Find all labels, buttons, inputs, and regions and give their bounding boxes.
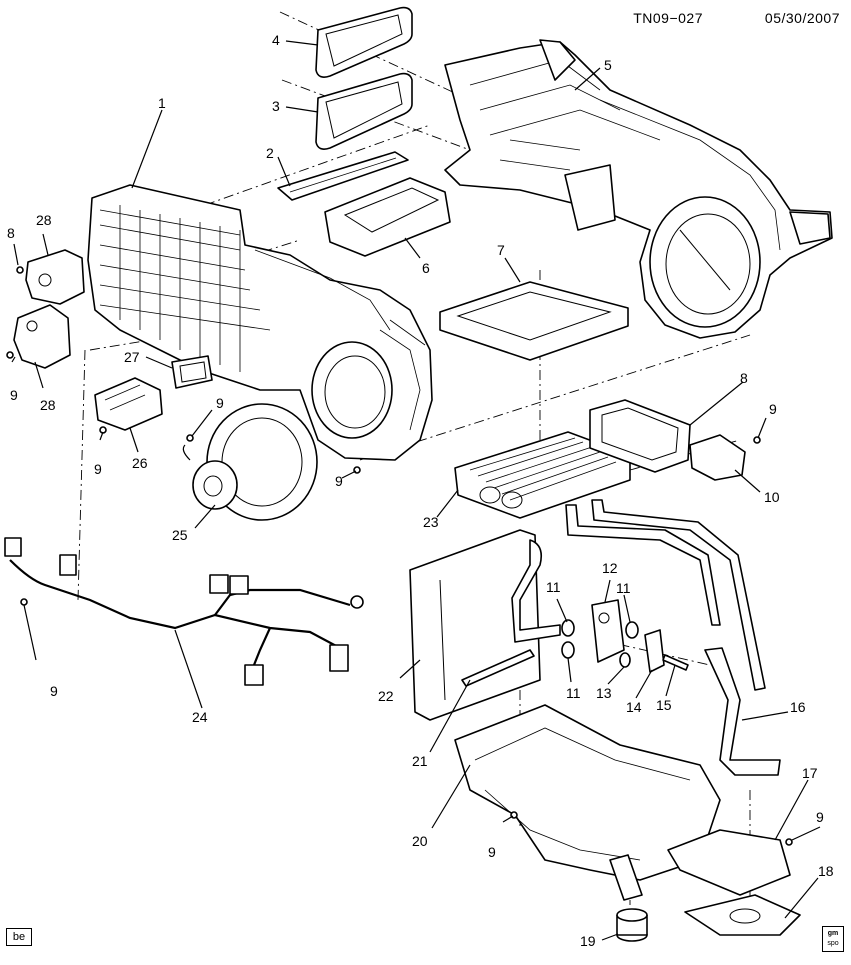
screw-9-f <box>20 598 28 606</box>
blower-motor-25 <box>182 403 318 521</box>
seal-ring-11c <box>625 621 639 639</box>
callout-27: 27 <box>124 349 140 365</box>
seal-13 <box>619 652 631 668</box>
callout-16: 16 <box>790 699 806 715</box>
callout-4: 4 <box>272 32 280 48</box>
seal-8-lower <box>589 399 691 473</box>
actuator-28-lower <box>13 304 71 369</box>
callout-11-left-bottom: 11 <box>566 685 581 701</box>
gasket-27 <box>171 355 213 389</box>
seal-4 <box>315 6 413 78</box>
callout-28-upper: 28 <box>36 212 52 228</box>
callout-9-blower: 9 <box>216 395 224 411</box>
callout-7: 7 <box>497 242 505 258</box>
callout-20: 20 <box>412 833 428 849</box>
plate-18 <box>684 894 801 936</box>
callout-9-left: 9 <box>10 387 18 403</box>
vent-strip-2 <box>277 151 409 201</box>
callout-8-upper: 8 <box>7 225 15 241</box>
callout-17: 17 <box>802 765 818 781</box>
callout-18: 18 <box>818 863 834 879</box>
wiring-harness-24 <box>4 537 364 686</box>
callout-15: 15 <box>656 697 672 713</box>
duct-adapter-6 <box>324 177 451 257</box>
callout-19: 19 <box>580 933 596 949</box>
callout-11-left-top: 11 <box>546 579 561 595</box>
callout-10: 10 <box>764 489 780 505</box>
callout-21: 21 <box>412 753 428 769</box>
screw-9-i <box>753 436 761 444</box>
seal-ring-11a <box>561 619 575 637</box>
callout-24: 24 <box>192 709 208 725</box>
callout-9-case: 9 <box>335 473 343 489</box>
flange-14 <box>644 629 665 673</box>
logo-line-1: gm <box>827 930 839 937</box>
seal-3 <box>315 72 413 150</box>
drawing-id: TN09−027 <box>633 10 703 26</box>
screw-9-h <box>785 838 793 846</box>
evaporator-core-22 <box>409 529 541 721</box>
line-fitting-16 <box>704 647 781 776</box>
heater-core-23 <box>454 431 631 519</box>
gm-spo-logo: gm spo <box>822 926 844 952</box>
callout-2: 2 <box>266 145 274 161</box>
grommet-19 <box>616 908 648 942</box>
actuator-28-upper <box>25 249 85 305</box>
callout-6: 6 <box>422 260 430 276</box>
logo-line-2: spo <box>827 940 839 947</box>
seal-ring-11b <box>561 641 575 659</box>
callout-13: 13 <box>596 685 612 701</box>
callout-11-right: 11 <box>616 580 631 596</box>
callout-9-resistor: 9 <box>94 461 102 477</box>
hvac-case-1 <box>87 184 433 461</box>
screw-9-b <box>6 351 14 359</box>
resistor-module-26 <box>94 377 163 431</box>
callout-14: 14 <box>626 699 642 715</box>
lower-case-20 <box>454 704 721 901</box>
view-badge-text: be <box>12 931 26 943</box>
bolt-15 <box>662 654 689 671</box>
view-badge: be <box>6 928 32 946</box>
bracket-17 <box>667 829 791 896</box>
callout-26: 26 <box>132 455 148 471</box>
drawing-date: 05/30/2007 <box>765 10 840 26</box>
callout-9-bracket: 9 <box>769 401 777 417</box>
screw-9-d <box>186 434 194 442</box>
callout-labels: 1 2 3 4 5 6 7 8 8 28 28 9 27 9 26 9 25 9… <box>7 32 834 949</box>
callout-9-lowercase: 9 <box>488 844 496 860</box>
filter-frame-7 <box>439 281 629 361</box>
callout-8-lower: 8 <box>740 370 748 386</box>
callout-28-lower: 28 <box>40 397 56 413</box>
callout-25: 25 <box>172 527 188 543</box>
bracket-10 <box>689 434 746 481</box>
evaporator-pipe <box>511 539 561 643</box>
callout-3: 3 <box>272 98 280 114</box>
callout-5: 5 <box>604 57 612 73</box>
callout-12: 12 <box>602 560 618 576</box>
callout-9-harness: 9 <box>50 683 58 699</box>
expansion-valve-12 <box>591 599 625 663</box>
upper-duct-housing-5 <box>444 39 833 339</box>
leader-lines <box>11 40 821 941</box>
screw-9-a <box>16 266 24 274</box>
callout-1: 1 <box>158 95 166 111</box>
callout-22: 22 <box>378 688 394 704</box>
rod-21 <box>461 649 535 687</box>
callout-23: 23 <box>423 514 439 530</box>
heater-pipes <box>565 499 766 691</box>
callout-9-bracket17: 9 <box>816 809 824 825</box>
